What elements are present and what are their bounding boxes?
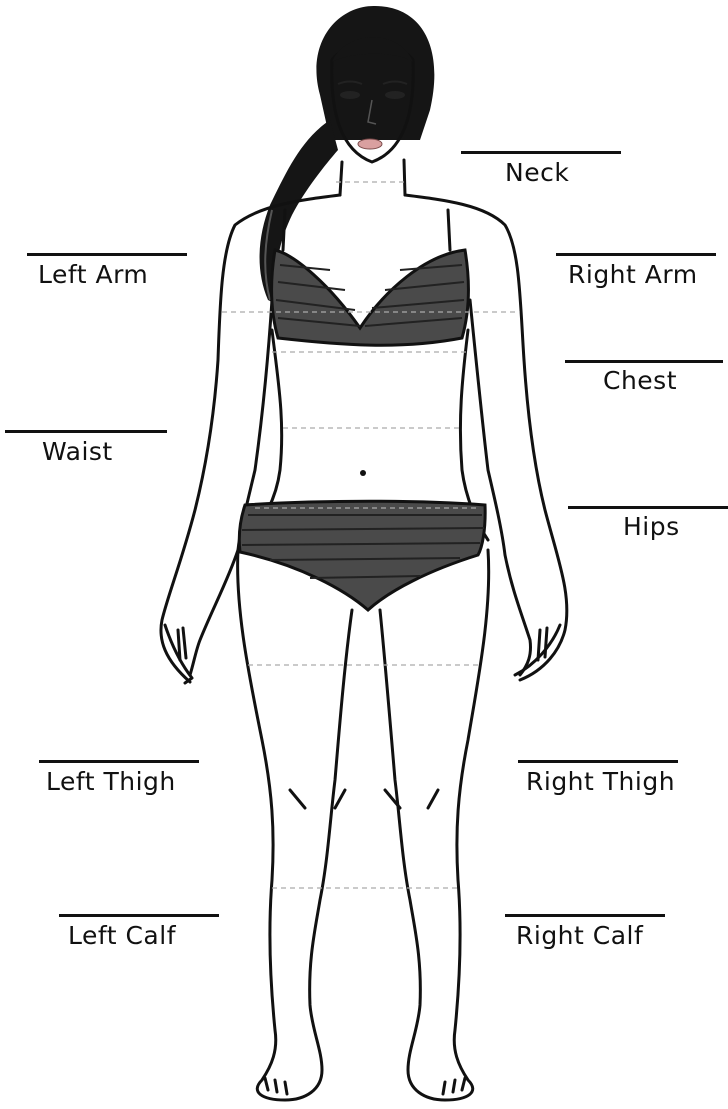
right-thigh-line [518,760,678,763]
body-outline [161,160,567,1100]
mouth [358,139,382,149]
bra [272,210,469,345]
left-thigh-label: Left Thigh [46,767,176,796]
briefs [239,501,485,610]
left-calf-label: Left Calf [68,921,176,950]
right-arm-label: Right Arm [568,260,698,289]
neck-label: Neck [505,158,569,187]
hips-label: Hips [623,512,680,541]
left-arm-line [27,253,187,256]
left-calf-line [59,914,219,917]
right-arm-line [556,253,716,256]
waist-label: Waist [42,437,113,466]
right-calf-label: Right Calf [516,921,643,950]
right-eye [385,91,405,99]
left-eye [340,91,360,99]
right-calf-line [505,914,665,917]
chest-label: Chest [603,366,677,395]
right-thigh-label: Right Thigh [526,767,675,796]
hips-line [568,506,728,509]
left-thigh-line [39,760,199,763]
neck-line [461,151,621,154]
chest-line [565,360,723,363]
left-arm-label: Left Arm [38,260,148,289]
waist-line [5,430,167,433]
